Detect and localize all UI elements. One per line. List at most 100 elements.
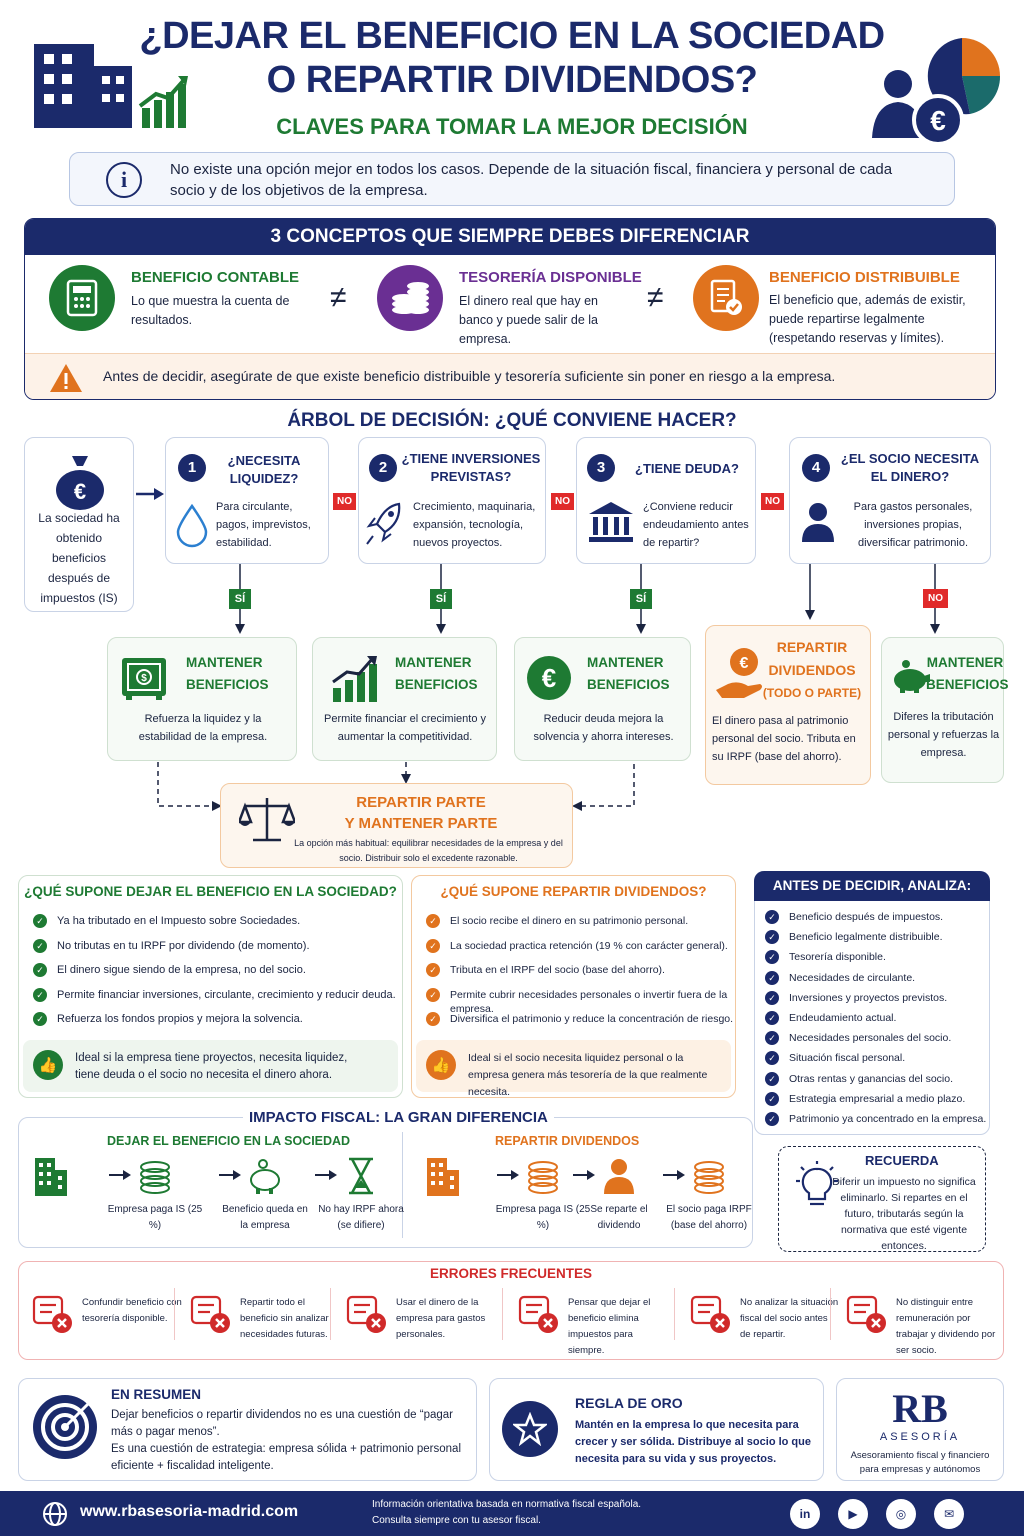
coins-icon (137, 1156, 173, 1196)
fiscal-step-label: No hay IRPF ahora (se difiere) (318, 1204, 404, 1231)
errors-panel: ERRORES FRECUENTES (18, 1261, 1004, 1360)
check-icon: ✓ (765, 1071, 779, 1086)
coins-icon (525, 1156, 561, 1196)
fiscal-step-label: El socio paga IRPF (base del ahorro) (666, 1204, 752, 1231)
brand-panel: RB ASESORÍA Asesoramiento fiscal y finan… (836, 1378, 1004, 1481)
fiscal-step-label: Se reparte el dividendo (590, 1204, 648, 1231)
list-item: Diversifica el patrimonio y reduce la co… (450, 1013, 734, 1025)
people-error-icon (844, 1291, 890, 1337)
list-item: El dinero sigue siendo de la empresa, no… (57, 964, 306, 976)
list-item: Permite financiar inversiones, circulant… (57, 988, 396, 1001)
cash-error-icon (344, 1291, 390, 1337)
check-icon: ✓ (426, 1012, 440, 1026)
list-item: El socio recibe el dinero en su patrimon… (450, 915, 689, 927)
calendar-error-icon (516, 1291, 562, 1337)
website-link[interactable]: www.rbasesoria-madrid.com (80, 1503, 299, 1520)
list-item: Beneficio legalmente distribuible. (789, 931, 943, 944)
list-item: Necesidades personales del socio. (789, 1032, 952, 1045)
fiscal-panel: IMPACTO FISCAL: LA GRAN DIFERENCIA DEJAR… (18, 1109, 753, 1248)
arrow-right-icon (315, 1168, 337, 1182)
start-box: € La sociedad ha obtenido beneficios des… (24, 437, 134, 612)
list-item: Patrimonio ya concentrado en la empresa. (789, 1113, 987, 1125)
arrow-right-icon (219, 1168, 241, 1182)
fiscal-step-label: Empresa paga IS (25 %) (495, 1204, 591, 1231)
check-icon: ✓ (765, 1112, 779, 1126)
error-item: No analizar la situación fiscal del soci… (688, 1285, 838, 1345)
lightbulb-icon (796, 1161, 838, 1206)
check-icon: ✓ (426, 914, 440, 928)
bank-icon (589, 502, 633, 542)
building-growth-icon (34, 44, 188, 128)
warning-bar: Antes de decidir, asegúrate de que exist… (25, 353, 995, 399)
question-debt: 3 ¿TIENE DEUDA? ¿Conviene reducir endeud… (576, 437, 756, 564)
coins-error-icon (188, 1291, 234, 1337)
piggy-bank-icon (894, 660, 930, 693)
info-box: i No existe una opción mejor en todos lo… (69, 152, 955, 206)
question-investments: 2 ¿TIENE INVERSIONES PREVISTAS? Crecimie… (358, 437, 546, 564)
check-icon: ✓ (765, 1051, 779, 1066)
list-item: No tributas en tu IRPF por dividendo (de… (57, 939, 310, 952)
check-icon: ✓ (765, 930, 779, 945)
check-icon: ✓ (33, 914, 47, 928)
money-bag-icon: € (56, 456, 104, 510)
check-icon: ✓ (765, 950, 779, 965)
error-item: Confundir beneficio con tesorería dispon… (30, 1285, 182, 1345)
keep-panel: ¿QUÉ SUPONE DEJAR EL BENEFICIO EN LA SOC… (18, 875, 403, 1098)
thumbs-up-icon: 👍 (426, 1050, 456, 1080)
building-icon (33, 1154, 69, 1198)
result-keep-debt: € MANTENER BENEFICIOS Reducir deuda mejo… (514, 637, 691, 761)
growth-chart-icon (332, 656, 377, 702)
summary-panel: EN RESUMEN Dejar beneficios o repartir d… (18, 1378, 477, 1481)
email-icon[interactable]: ✉ (934, 1499, 964, 1529)
footer: www.rbasesoria-madrid.com Información or… (0, 1491, 1024, 1536)
keep-ideal: 👍 Ideal si la empresa tiene proyectos, n… (23, 1040, 398, 1092)
concepts-panel: 3 CONCEPTOS QUE SIEMPRE DEBES DIFERENCIA… (24, 218, 996, 400)
confusion-icon (30, 1291, 76, 1337)
error-item: Pensar que dejar el beneficio elimina im… (516, 1285, 666, 1356)
fiscal-step-label: Empresa paga IS (25 %) (107, 1204, 203, 1231)
check-icon: ✓ (765, 1091, 779, 1106)
check-icon: ✓ (33, 938, 47, 953)
arrow-right-icon (573, 1168, 595, 1182)
result-mix: REPARTIR PARTE Y MANTENER PARTE La opció… (220, 783, 573, 868)
concepts-title: 3 CONCEPTOS QUE SIEMPRE DEBES DIFERENCIA… (25, 219, 995, 255)
pay-ideal: 👍 Ideal si el socio necesita liquidez pe… (416, 1040, 731, 1098)
pay-panel: ¿QUÉ SUPONE REPARTIR DIVIDENDOS? ✓El soc… (411, 875, 736, 1098)
check-icon: ✓ (765, 910, 779, 924)
youtube-icon[interactable]: ▶ (838, 1499, 868, 1529)
investor-pie-icon: € (872, 38, 1001, 146)
warning-icon (50, 364, 82, 392)
check-icon: ✓ (33, 987, 47, 1002)
arrow-right-icon (136, 488, 164, 500)
list-item: La sociedad practica retención (19 % con… (450, 939, 728, 952)
target-icon (33, 1395, 97, 1459)
question-partner-needs: 4 ¿EL SOCIO NECESITA EL DINERO? Para gas… (789, 437, 991, 564)
person-icon (802, 503, 834, 542)
coins-icon (691, 1156, 727, 1196)
info-icon: i (106, 162, 142, 198)
check-icon: ✓ (765, 1031, 779, 1046)
not-equal-sign: ≠ (330, 281, 347, 314)
linkedin-icon[interactable]: in (790, 1499, 820, 1529)
thumbs-up-icon: 👍 (33, 1050, 63, 1080)
page-subtitle: CLAVES PARA TOMAR LA MEJOR DECISIÓN (276, 114, 748, 139)
list-item: Tributa en el IRPF del socio (base del a… (450, 964, 665, 976)
not-equal-sign: ≠ (647, 281, 664, 314)
list-item: Necesidades de circulante. (789, 971, 916, 984)
hand-euro-icon: € (716, 648, 762, 698)
svg-text:$: $ (141, 673, 147, 684)
check-icon: ✓ (765, 1011, 779, 1025)
coins-icon (377, 265, 443, 331)
check-icon: ✓ (33, 963, 47, 977)
person-icon (601, 1156, 637, 1196)
euro-icon: € (527, 656, 571, 700)
globe-icon (43, 1502, 67, 1526)
percent-error-icon (688, 1291, 734, 1337)
check-icon: ✓ (765, 990, 779, 1005)
error-item: No distinguir entre remuneración por tra… (844, 1285, 995, 1356)
instagram-icon[interactable]: ◎ (886, 1499, 916, 1529)
star-icon (502, 1401, 558, 1457)
fiscal-step-label: Beneficio queda en la empresa (222, 1204, 308, 1231)
svg-text:€: € (740, 655, 749, 672)
